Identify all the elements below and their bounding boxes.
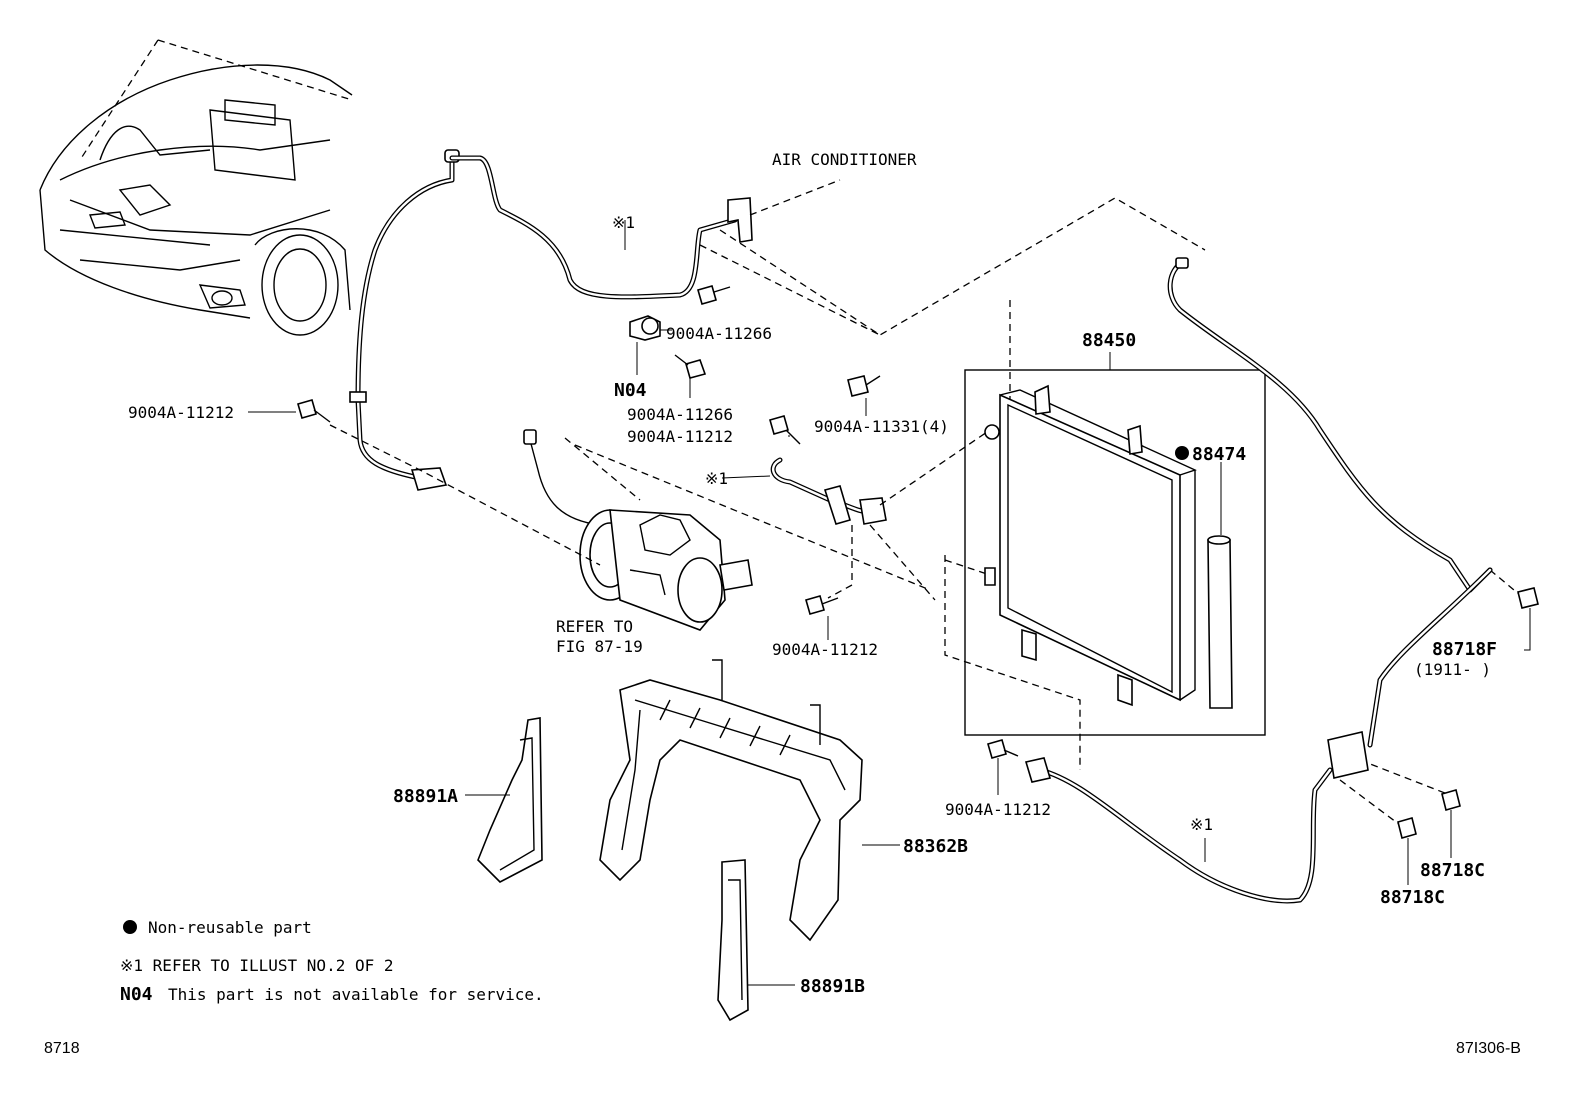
label-clamp-c-2: 88718C — [1380, 887, 1445, 908]
label-bolt-11212-mid: 9004A-11212 — [627, 427, 733, 446]
legend-ref-note: ※1 REFER TO ILLUST NO.2 OF 2 — [120, 956, 394, 975]
bolt-11266-a[interactable] — [697, 285, 731, 305]
label-n04: N04 — [614, 380, 647, 401]
label-ref1-bottom: ※1 — [1190, 815, 1213, 834]
label-seal-a: 88891A — [393, 786, 458, 807]
label-clamp-f-date: (1911- ) — [1414, 660, 1491, 679]
label-bolt-11266-b: 9004A-11266 — [627, 405, 733, 424]
legend-nonreusable: Non-reusable part — [148, 918, 312, 937]
liquid-pipe-right[interactable] — [1024, 257, 1493, 904]
legend-n04-text: This part is not available for service. — [168, 985, 544, 1004]
label-bolt-11266-a: 9004A-11266 — [666, 324, 772, 343]
condenser-assembly[interactable] — [964, 352, 1266, 736]
vehicle-locator-sketch — [39, 39, 353, 336]
clamp-88718c-lower[interactable] — [1397, 817, 1417, 885]
label-ref1-top: ※1 — [612, 213, 635, 232]
seal-88891a[interactable] — [477, 717, 543, 883]
part-labels: AIR CONDITIONER ※1 N04 9004A-11266 9004A… — [128, 150, 1497, 997]
label-bolt-11212-bottom: 9004A-11212 — [945, 800, 1051, 819]
seal-88891b[interactable] — [717, 859, 749, 1022]
bolt-11212-mid[interactable] — [769, 415, 801, 445]
suction-hose-short[interactable] — [770, 457, 887, 525]
label-bolt-11331: 9004A-11331(4) — [814, 417, 949, 436]
bolt-11212-left[interactable] — [297, 399, 331, 423]
label-clamp-f: 88718F — [1432, 639, 1497, 660]
clamp-88718c-upper[interactable] — [1441, 789, 1461, 858]
receiver-dryer[interactable] — [1207, 462, 1233, 709]
bolt-11266-b[interactable] — [674, 354, 707, 398]
leader-lines — [329, 197, 1521, 826]
label-dryer: 88474 — [1192, 444, 1246, 465]
legend-n04-code: N04 — [120, 984, 153, 1005]
label-clamp-c-1: 88718C — [1420, 860, 1485, 881]
nonreusable-dot-icon — [1175, 446, 1189, 460]
footer-right-code: 87I306-B — [1456, 1040, 1521, 1057]
legend: Non-reusable part ※1 REFER TO ILLUST NO.… — [120, 918, 544, 1005]
suction-pipe-top[interactable] — [449, 155, 841, 300]
bolt-11331[interactable] — [847, 375, 881, 397]
label-refer-to-2: FIG 87-19 — [556, 637, 643, 656]
label-air-conditioner: AIR CONDITIONER — [772, 150, 917, 169]
bracket-n04[interactable] — [629, 315, 661, 375]
label-bolt-11212-comp: 9004A-11212 — [772, 640, 878, 659]
radiator-support[interactable] — [599, 659, 863, 942]
label-leaders — [248, 220, 1206, 986]
footer-left-code: 8718 — [44, 1040, 80, 1057]
label-refer-to-1: REFER TO — [556, 617, 633, 636]
label-ref1-mid: ※1 — [705, 469, 728, 488]
footer: 8718 87I306-B — [44, 1040, 1521, 1057]
bolt-11212-bottom[interactable] — [987, 739, 1019, 759]
label-seal-b: 88891B — [800, 976, 865, 997]
clamp-88718f[interactable] — [1517, 587, 1539, 651]
legend-dot-icon — [123, 920, 137, 934]
compressor[interactable] — [523, 429, 753, 631]
label-condenser: 88450 — [1082, 330, 1136, 351]
discharge-hose[interactable] — [349, 149, 460, 491]
label-support: 88362B — [903, 836, 968, 857]
label-bolt-11212-left: 9004A-11212 — [128, 403, 234, 422]
bolt-11212-comp[interactable] — [805, 595, 839, 615]
